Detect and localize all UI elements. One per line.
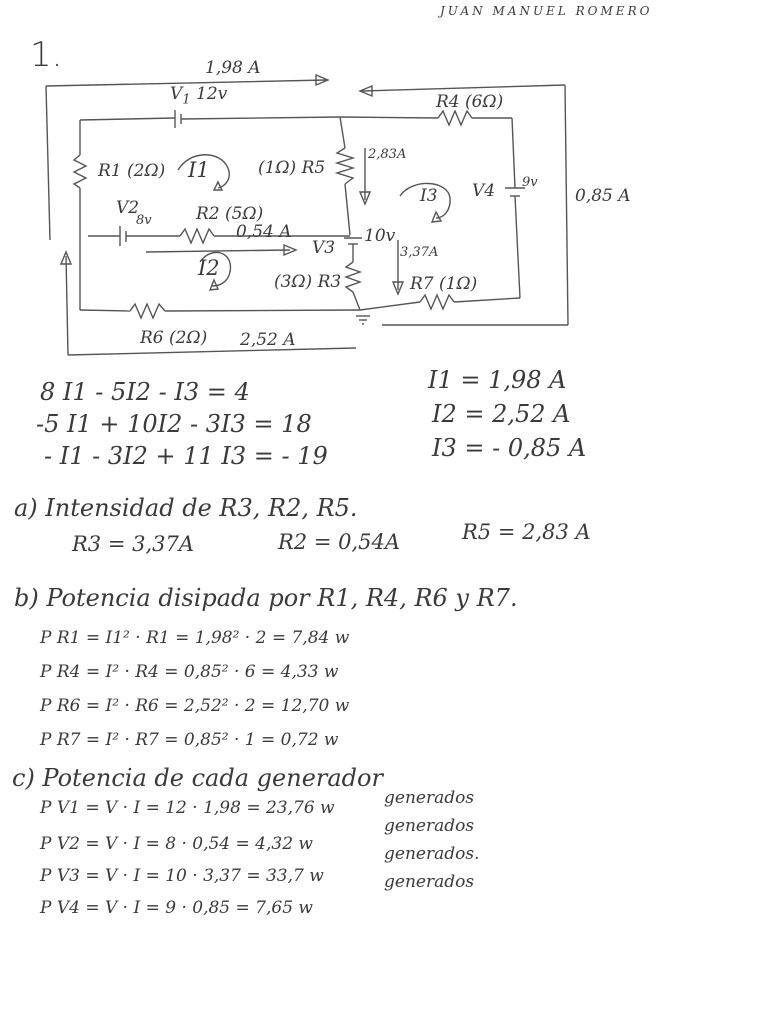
left-return-wire: [65, 255, 69, 356]
wire-v4-top: [511, 117, 516, 189]
equation-2: -5 I1 + 10I2 - 3I3 = 18: [36, 410, 312, 438]
part-b-title: b) Potencia disipada por R1, R4, R6 y R7…: [14, 584, 518, 612]
r6-resistor: [129, 302, 166, 320]
r3-resistor: [343, 261, 363, 293]
arrow-left-icon: [358, 84, 373, 98]
wire-r5-bottom: [344, 183, 351, 236]
wire-top-left: [79, 117, 176, 121]
r4-resistor: [437, 109, 473, 127]
part-a-title: a) Intensidad de R3, R2, R5.: [14, 494, 358, 522]
part-c-title: c) Potencia de cada generador: [12, 764, 383, 792]
wire-r4-left: [339, 116, 439, 119]
wire-r7-right: [453, 297, 521, 303]
r5-resistor: [334, 147, 356, 185]
author-name: JUAN MANUEL ROMERO: [440, 4, 653, 18]
part-a-r5: R5 = 2,83 A: [462, 520, 591, 544]
wire-r6-left: [79, 309, 131, 312]
part-c-line-1: P V1 = V · I = 12 · 1,98 = 23,76 w: [40, 798, 335, 818]
bottom-outer-wire: [67, 347, 357, 356]
v3-label: V3: [312, 238, 336, 258]
wire-r7-left: [359, 301, 421, 311]
v3-value: 10v: [364, 226, 396, 246]
i3-label: I3: [420, 186, 438, 206]
part-b-line-3: P R6 = I² · R6 = 2,52² · 2 = 12,70 w: [40, 696, 350, 716]
arrow-right-icon: [315, 73, 330, 87]
wire-v4-bottom: [514, 195, 521, 299]
wire-r5-top: [339, 116, 346, 149]
i2-label: I2: [198, 256, 220, 280]
part-c-tag-2: generados: [384, 816, 475, 836]
solution-i3: I3 = - 0,85 A: [432, 434, 587, 462]
part-b-line-2: P R4 = I² · R4 = 0,85² · 6 = 4,33 w: [40, 662, 339, 682]
part-a-r2: R2 = 0,54A: [278, 530, 401, 554]
equation-3: - I1 - 3I2 + 11 I3 = - 19: [44, 442, 328, 470]
part-a-r3: R3 = 3,37A: [72, 532, 195, 556]
r3-label: (3Ω) R3: [274, 272, 342, 292]
r4-label: R4 (6Ω): [436, 92, 504, 112]
part-c-tag-3: generados.: [384, 844, 480, 864]
r6-label: R6 (2Ω): [140, 328, 208, 348]
part-b-line-1: P R1 = I1² · R1 = 1,98² · 2 = 7,84 w: [40, 628, 350, 648]
v4-value: 9v: [522, 175, 538, 190]
part-b-line-4: P R7 = I² · R7 = 0,85² · 1 = 0,72 w: [40, 730, 339, 750]
v3-current: 3,37A: [400, 245, 439, 260]
v4-label: V4: [472, 181, 496, 201]
top-current-label: 1,98 A: [205, 58, 261, 78]
arrow-up-icon: [59, 250, 73, 265]
bottom-current: 2,52 A: [240, 330, 296, 350]
v2-label: V2: [116, 198, 140, 218]
v1-label: V1: [170, 84, 191, 108]
r7-resistor: [419, 293, 455, 311]
part-c-tag-1: generados: [384, 788, 475, 808]
i1-label: I1: [188, 158, 210, 182]
r2-resistor: [179, 227, 215, 245]
v2-value: 8v: [136, 213, 152, 228]
part-c-line-2: P V2 = V · I = 8 · 0,54 = 4,32 w: [40, 834, 313, 854]
solution-i1: I1 = 1,98 A: [428, 366, 567, 394]
part-c-line-4: P V4 = V · I = 9 · 0,85 = 7,65 w: [40, 898, 313, 918]
r2-label: R2 (5Ω): [196, 204, 264, 224]
r5-current: 2,83A: [368, 147, 407, 162]
solution-i2: I2 = 2,52 A: [432, 400, 571, 428]
r7-label: R7 (1Ω): [410, 274, 478, 294]
r1-label: R1 (2Ω): [98, 161, 166, 181]
wire-top-mid: [180, 116, 341, 120]
part-c-tag-4: generados: [384, 872, 475, 892]
r1-resistor: [72, 154, 88, 189]
loop-i1-arrow: [177, 154, 230, 189]
problem-number: 1.: [30, 35, 63, 75]
equation-1: 8 I1 - 5I2 - I3 = 4: [40, 378, 250, 406]
top-outer-wire: [45, 79, 327, 87]
part-c-line-3: P V3 = V · I = 10 · 3,37 = 33,7 w: [40, 866, 324, 886]
right-current: 0,85 A: [575, 186, 631, 206]
loop-i3-arrow: [399, 182, 451, 219]
wire-r6-right: [164, 309, 361, 312]
r2-current-arrow: [145, 249, 291, 253]
r2-current: 0,54 A: [236, 222, 292, 242]
left-outer-wire: [45, 85, 51, 241]
wire-r3-bottom: [352, 291, 361, 311]
return-top-wire: [361, 84, 566, 92]
v1-value: 12v: [196, 84, 228, 104]
r5-label: (1Ω) R5: [258, 158, 326, 178]
loop-i2-arrow: [199, 251, 232, 287]
right-outer-wire: [564, 84, 569, 326]
